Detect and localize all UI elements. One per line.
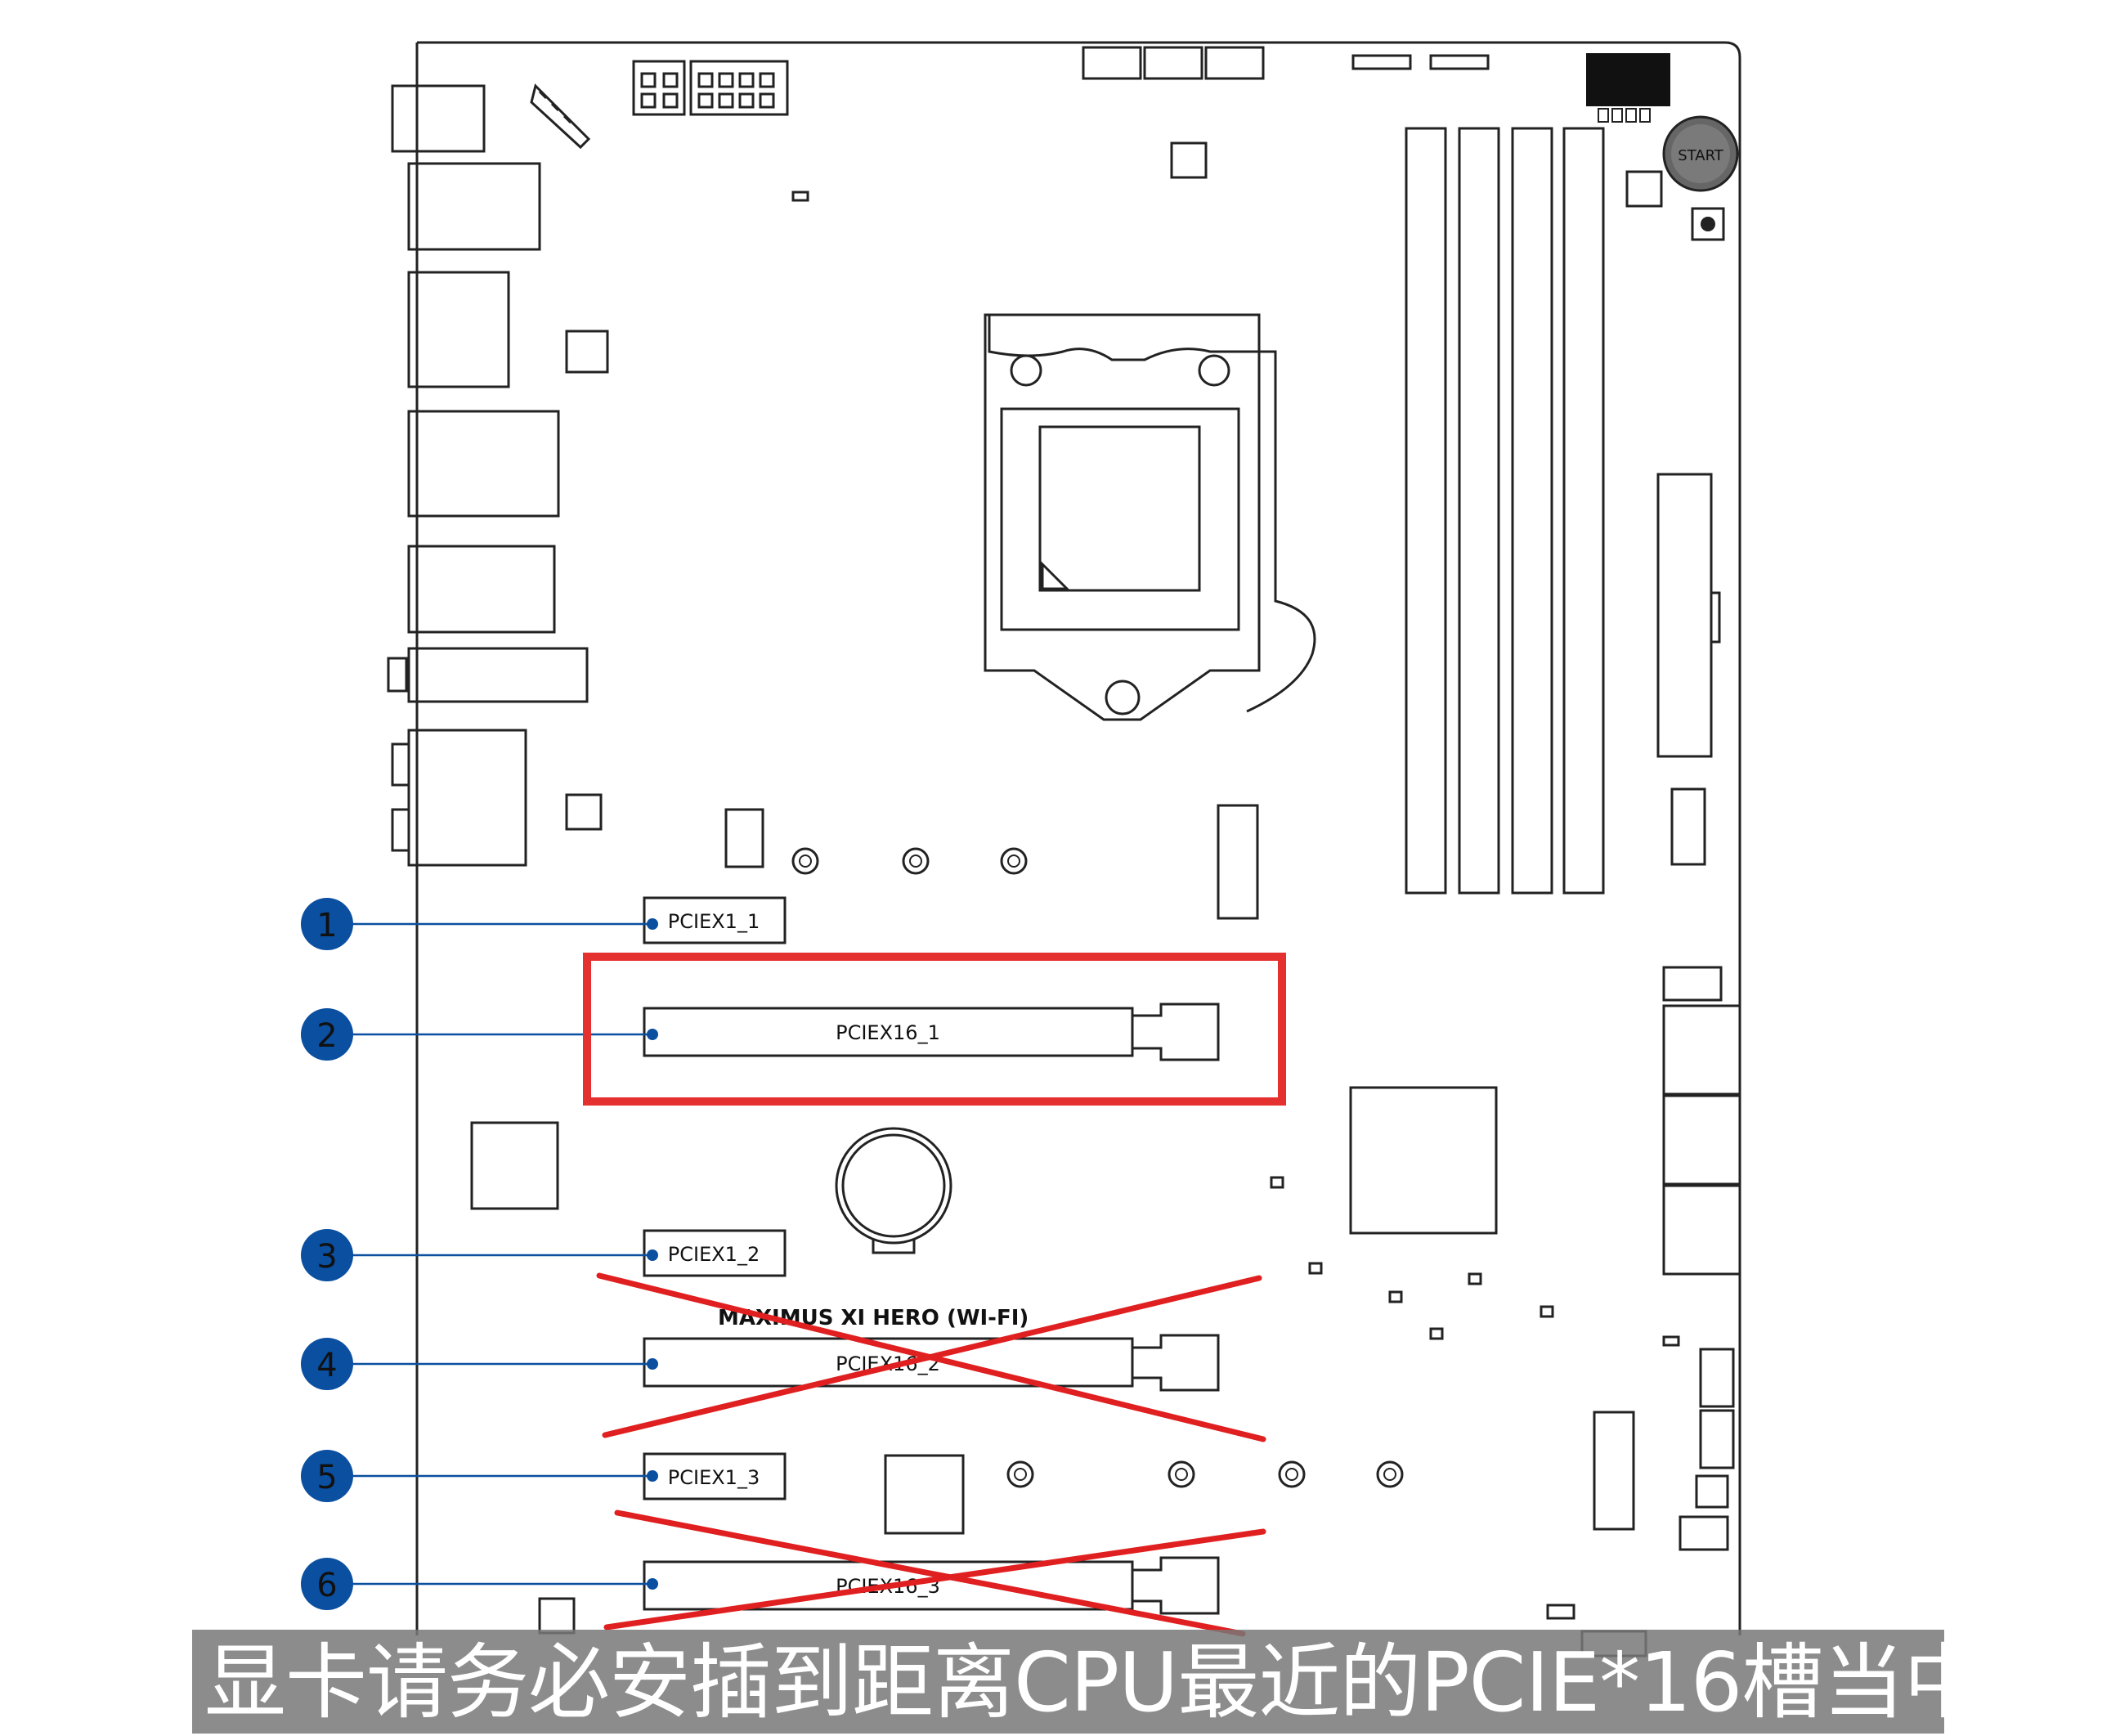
standoff (791, 847, 819, 875)
post-code-display: 88 (1586, 53, 1670, 123)
fan-header (1699, 1409, 1735, 1469)
chip-square (884, 1454, 965, 1535)
cross-mark-pciex16-2 (596, 1272, 1266, 1442)
callout-3: 3 (301, 1229, 353, 1281)
board-outline (415, 41, 1741, 1635)
cpu-power-connector (632, 60, 789, 116)
jumper (1695, 1474, 1729, 1509)
chip-square (538, 1597, 576, 1635)
svg-text:3: 3 (316, 1238, 337, 1276)
callout-2: 2 (301, 1008, 353, 1061)
callout-4: 4 (301, 1338, 353, 1390)
cpu-socket (984, 313, 1316, 721)
smd-component (1270, 1176, 1284, 1189)
chipset (1349, 1086, 1498, 1235)
fan-header (1699, 1348, 1735, 1408)
smd-component (1308, 1262, 1323, 1275)
chip-square (565, 330, 609, 374)
svg-text:88: 88 (1601, 56, 1655, 105)
standoff (1168, 1460, 1195, 1488)
start-button: START (1662, 115, 1739, 192)
callout-6: 6 (301, 1558, 353, 1610)
sata-ports (1662, 1004, 1741, 1276)
slot-label-pciex16-1: PCIEX16_1 (836, 1021, 940, 1044)
callout-5: 5 (301, 1450, 353, 1502)
chip-square (470, 1121, 559, 1210)
header-connector (724, 808, 764, 868)
chip-square (1170, 141, 1208, 179)
cmos-battery (835, 1127, 952, 1254)
fan-header (1662, 966, 1723, 1002)
cross-mark-pciex16-3 (603, 1509, 1266, 1637)
smd-component (1540, 1305, 1554, 1318)
fan-header (1679, 1515, 1729, 1551)
usb-header (1670, 787, 1706, 866)
svg-text:5: 5 (316, 1459, 337, 1496)
wifi-connector (530, 83, 591, 150)
smd-component (1429, 1327, 1444, 1340)
highlight-box (583, 953, 1286, 1106)
caption-bar (192, 1630, 1944, 1734)
standoff (1278, 1460, 1306, 1488)
dimm-slots (1405, 127, 1605, 895)
standoff (1006, 1460, 1034, 1488)
m2-slot-connector (1593, 1411, 1635, 1531)
svg-text:6: 6 (316, 1567, 337, 1604)
smd-component (1662, 1335, 1680, 1347)
standoff (1376, 1460, 1404, 1488)
smd-component (791, 191, 809, 202)
standoff (1000, 847, 1028, 875)
jumper (1546, 1604, 1575, 1620)
chip-square (565, 793, 603, 831)
atx-power-connector (1656, 473, 1721, 758)
slot-label-pciex1-2: PCIEX1_2 (668, 1243, 760, 1266)
m2-slot-connector (1217, 804, 1259, 920)
svg-text:2: 2 (316, 1017, 337, 1055)
smd-component (1388, 1290, 1403, 1303)
reset-button (1691, 207, 1725, 241)
slot-label-pciex1-1: PCIEX1_1 (668, 910, 760, 933)
svg-text:4: 4 (316, 1347, 337, 1384)
smd-component (1468, 1272, 1482, 1285)
slot-label-pciex1-3: PCIEX1_3 (668, 1466, 760, 1489)
callout-1: 1 (301, 898, 353, 950)
pcie-slots (643, 896, 1220, 1615)
chip-square (1625, 170, 1663, 208)
standoff (902, 847, 930, 875)
caption-text: 显卡请务必安插到距离CPU最近的PCIE*16槽当中 (204, 1635, 1985, 1730)
svg-text:START: START (1678, 147, 1724, 164)
svg-text:1: 1 (316, 907, 337, 944)
rear-io-ports (387, 84, 589, 867)
top-fan-headers (1082, 46, 1490, 80)
